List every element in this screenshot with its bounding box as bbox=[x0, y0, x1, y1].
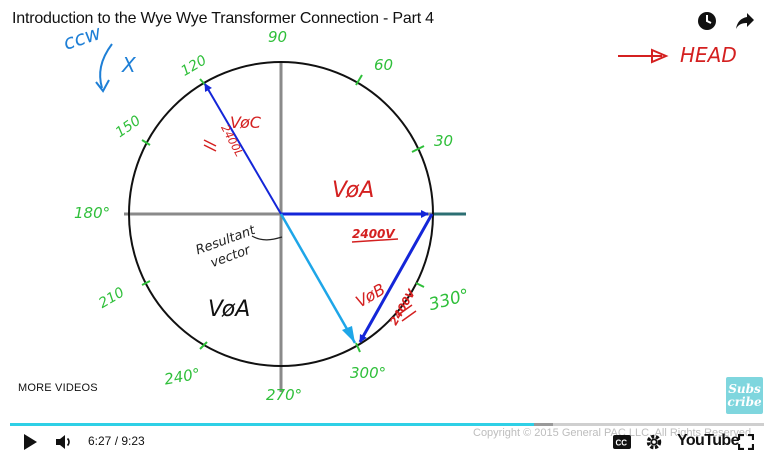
volume-icon[interactable] bbox=[54, 432, 74, 452]
progress-played bbox=[10, 423, 535, 426]
top-actions bbox=[696, 10, 756, 32]
video-title-bar: Introduction to the Wye Wye Transformer … bbox=[12, 10, 434, 32]
time-display: 6:27 / 9:23 bbox=[88, 434, 145, 448]
tick-330 bbox=[415, 282, 425, 288]
fullscreen-icon[interactable] bbox=[736, 432, 756, 452]
video-title[interactable]: Introduction to the Wye Wye Transformer … bbox=[12, 10, 434, 27]
label-deg-330: 330° bbox=[427, 285, 472, 315]
tick-300 bbox=[355, 342, 361, 353]
player-controls: 6:27 / 9:23 CC bbox=[0, 428, 774, 457]
hash-c-2 bbox=[203, 144, 217, 152]
label-deg-180: 180° bbox=[74, 204, 110, 222]
label-v-phase-b: VøB bbox=[352, 280, 388, 312]
label-v-phase-c: VøC bbox=[230, 113, 262, 132]
gear-icon[interactable] bbox=[644, 432, 664, 452]
label-head: HEAD bbox=[680, 43, 737, 67]
tick-150 bbox=[141, 139, 151, 146]
label-deg-30: 30 bbox=[434, 132, 453, 150]
hash-b-2 bbox=[401, 310, 417, 322]
label-deg-90: 90 bbox=[268, 28, 287, 46]
tick-30 bbox=[411, 145, 425, 153]
subscribe-label-line2: cribe bbox=[727, 394, 762, 409]
label-v-phase-a-lower: VøA bbox=[208, 297, 250, 322]
svg-text:CC: CC bbox=[616, 439, 628, 448]
subscribe-button[interactable]: Subs cribe bbox=[726, 377, 763, 414]
tick-210 bbox=[141, 280, 151, 286]
ccw-arrow bbox=[99, 43, 113, 89]
label-deg-240: 240° bbox=[163, 365, 202, 389]
label-volt-b: 2400V bbox=[387, 286, 419, 328]
vector-c bbox=[204, 83, 282, 215]
resultant-vector bbox=[279, 213, 357, 344]
ccw-arrowhead bbox=[95, 79, 110, 93]
vector-b bbox=[358, 213, 434, 343]
youtube-logo[interactable]: YouTube bbox=[677, 432, 739, 449]
hash-b-1 bbox=[397, 304, 413, 316]
label-deg-300: 300° bbox=[350, 364, 386, 382]
play-icon[interactable] bbox=[20, 432, 40, 452]
cc-icon[interactable]: CC bbox=[612, 432, 632, 452]
label-volt-a: 2400V bbox=[352, 227, 396, 241]
label-deg-150: 150 bbox=[113, 113, 144, 141]
progress-bar[interactable] bbox=[10, 423, 764, 426]
label-v-phase-a: VøA bbox=[332, 178, 374, 203]
subscribe-label-line1: Subs bbox=[728, 381, 761, 396]
label-x-mark: X bbox=[121, 53, 137, 77]
more-videos-link[interactable]: MORE VIDEOS bbox=[18, 382, 98, 394]
tick-60 bbox=[355, 74, 363, 86]
volt-a-underline bbox=[351, 238, 399, 243]
hash-c-1 bbox=[203, 139, 217, 147]
label-deg-60: 60 bbox=[374, 56, 393, 74]
phasor-circle bbox=[128, 61, 434, 367]
resultant-pointer-line bbox=[251, 235, 283, 241]
label-deg-210: 210 bbox=[96, 285, 127, 312]
label-deg-270: 270° bbox=[266, 386, 302, 404]
tick-240 bbox=[199, 341, 208, 350]
resultant-arrowhead bbox=[342, 326, 355, 343]
head-arrowhead bbox=[651, 48, 669, 64]
label-deg-120: 120 bbox=[178, 52, 209, 79]
copyright-text: Copyright © 2015 General PAC LLC. All Ri… bbox=[473, 427, 755, 439]
share-arrow-icon[interactable] bbox=[734, 10, 756, 32]
clock-icon[interactable] bbox=[696, 10, 718, 32]
